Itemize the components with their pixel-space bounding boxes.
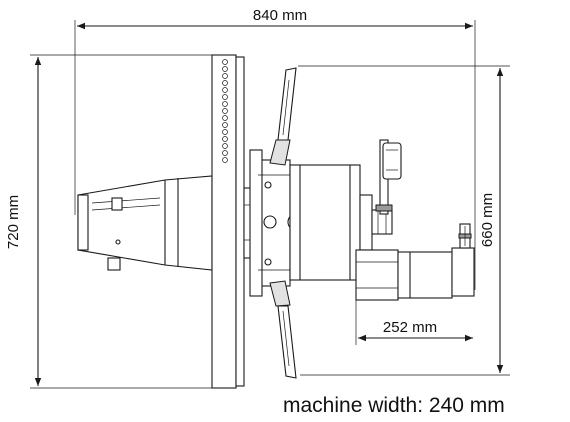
lower-tool-arm: [269, 280, 297, 379]
gear-housing: [289, 164, 393, 281]
tapered-housing: [77, 175, 213, 271]
dimension-drive-height: 660 mm: [298, 65, 510, 376]
dimension-motor-offset: 252 mm: [355, 300, 473, 345]
crank-handle: [375, 139, 402, 215]
dimension-length-label: 840 mm: [253, 7, 307, 24]
dimension-drive-height-label: 660 mm: [479, 193, 496, 247]
dimension-length: 840 mm: [74, 7, 476, 290]
upper-tool-arm: [269, 67, 297, 166]
dimension-height: 720 mm: [5, 54, 222, 389]
flange-holes: [222, 59, 228, 163]
flange-plate: [211, 54, 259, 389]
dimension-motor-offset-label: 252 mm: [383, 319, 437, 336]
machine-width-caption: machine width: 240 mm: [283, 394, 505, 417]
dimension-height-label: 720 mm: [5, 195, 22, 249]
drive-motor: [355, 223, 475, 301]
